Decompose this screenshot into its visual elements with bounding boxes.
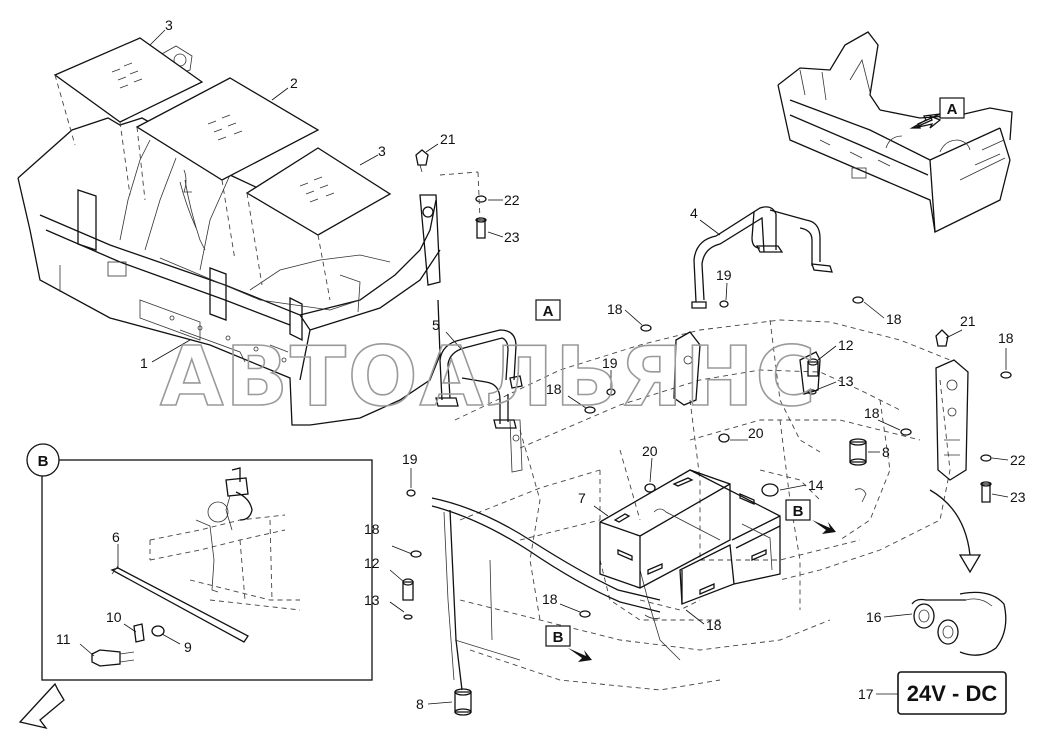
small-hardware	[402, 296, 1012, 716]
detail-view-b	[26, 443, 373, 681]
view-b-circle-label: B	[38, 453, 49, 470]
battery-boxes	[599, 469, 781, 605]
view-arrows	[18, 113, 982, 730]
callout-23: 23	[504, 229, 520, 245]
fastener-stack-upper	[415, 149, 487, 239]
callout-3: 3	[165, 17, 173, 33]
connector-16	[911, 591, 1007, 656]
handle-4	[691, 206, 833, 309]
callout-18: 18	[998, 330, 1014, 346]
callout-18: 18	[864, 405, 880, 421]
callout-8: 8	[416, 696, 424, 712]
callout-22: 22	[504, 192, 520, 208]
callout-17: 17	[858, 686, 874, 702]
callout-4: 4	[690, 205, 698, 221]
frame-assembly-left	[17, 45, 441, 426]
voltage-label: 24V - DC	[907, 681, 998, 706]
callout-23: 23	[1010, 489, 1026, 505]
callout-19: 19	[602, 355, 618, 371]
view-b-box-1	[785, 499, 811, 521]
callout-13: 13	[838, 373, 854, 389]
view-a-inset-box	[939, 97, 965, 119]
machine-inset-view-a	[777, 31, 1013, 233]
callout-12: 12	[364, 555, 380, 571]
callout-18: 18	[886, 311, 902, 327]
watermark: АВТОАЛЬЯНС	[160, 330, 818, 425]
callout-18: 18	[546, 381, 562, 397]
callout-18: 18	[706, 617, 722, 633]
callout-12: 12	[838, 337, 854, 353]
plate-3-left	[53, 37, 204, 123]
callout-16: 16	[866, 609, 882, 625]
callout-7: 7	[578, 490, 586, 506]
view-a-inset-label: A	[947, 101, 958, 118]
view-a-main-box	[535, 299, 561, 321]
leader-lines	[79, 29, 1009, 705]
callout-9: 9	[184, 639, 192, 655]
voltage-label-box	[897, 671, 1007, 715]
callout-20: 20	[748, 425, 764, 441]
callout-13: 13	[364, 592, 380, 608]
plate-3-right	[245, 147, 392, 236]
view-a-main-label: A	[543, 303, 554, 320]
view-b-label-1: B	[793, 503, 804, 520]
callout-19: 19	[716, 267, 732, 283]
view-b-box-2	[545, 625, 571, 647]
callout-14: 14	[808, 477, 824, 493]
callout-18: 18	[607, 301, 623, 317]
view-b-label-2: B	[553, 629, 564, 646]
callout-21: 21	[960, 313, 976, 329]
callout-numbers: 3 2 3 1 21 22 23 4 19 18 18 21 18 12 13 …	[56, 17, 1026, 712]
callout-18: 18	[542, 591, 558, 607]
detail-b-frame	[41, 459, 373, 681]
callout-10: 10	[106, 609, 122, 625]
plate-2	[135, 77, 320, 181]
main-frame-assembly	[431, 319, 969, 691]
callout-6: 6	[112, 529, 120, 545]
callout-1: 1	[140, 355, 148, 371]
handle-5	[435, 329, 523, 429]
callout-3: 3	[378, 143, 386, 159]
callout-20: 20	[642, 443, 658, 459]
callout-8: 8	[882, 444, 890, 460]
callout-19: 19	[402, 451, 418, 467]
callout-22: 22	[1010, 452, 1026, 468]
callout-11: 11	[56, 631, 71, 647]
callout-5: 5	[432, 317, 440, 333]
cover-plates	[53, 37, 392, 301]
view-b-circle	[26, 443, 60, 477]
callout-2: 2	[290, 75, 298, 91]
callout-21: 21	[440, 131, 456, 147]
callout-18: 18	[364, 521, 380, 537]
